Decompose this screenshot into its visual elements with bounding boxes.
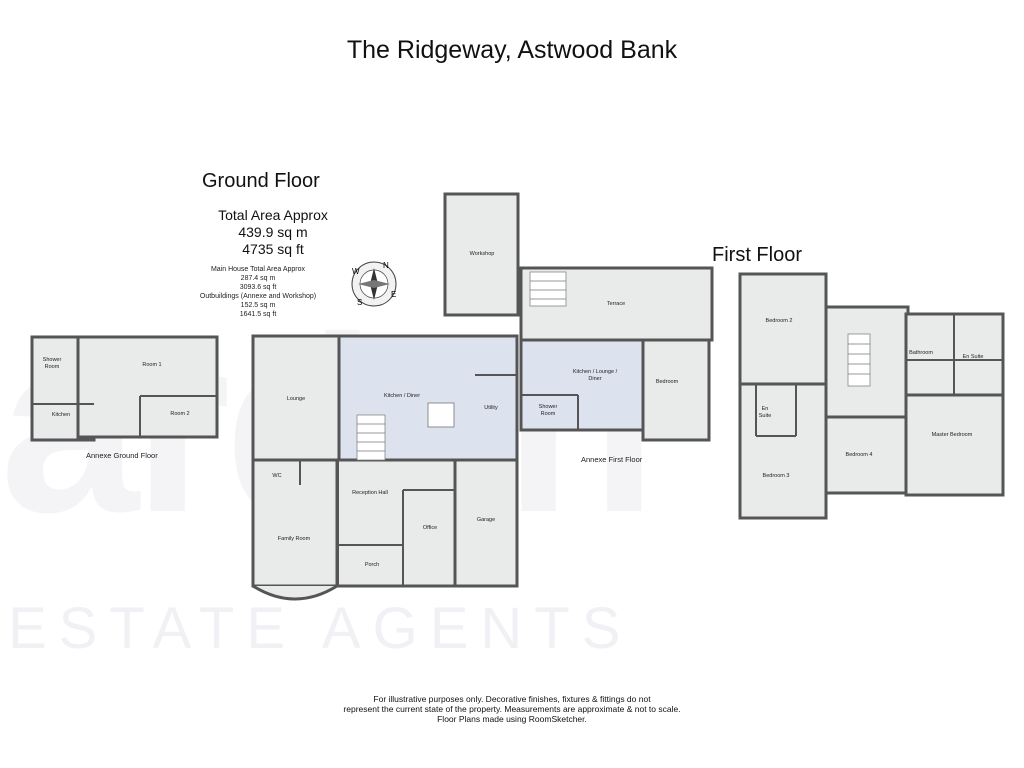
kitchen-lounge-diner-block — [519, 338, 645, 432]
label-family-room: Family Room — [277, 536, 311, 542]
label-terrace: Terrace — [606, 301, 626, 307]
area-breakdown: Main House Total Area Approx 287.4 sq m … — [196, 265, 320, 319]
total-area-sqm: 439.9 sq m — [238, 224, 308, 240]
annexe-ground-right-block — [76, 335, 219, 439]
label-bedroom2: Bedroom 2 — [765, 318, 793, 324]
master-bedroom-block — [904, 393, 1005, 497]
page-title: The Ridgeway, Astwood Bank — [346, 36, 678, 64]
compass-e: E — [391, 290, 396, 299]
bedroom4-block — [824, 415, 910, 495]
disclaimer-line3: Floor Plans made using RoomSketcher. — [437, 714, 587, 724]
label-en-suite-b3: En Suite — [758, 406, 772, 419]
annexe-bedroom-block — [641, 338, 711, 442]
stairs-annexe — [529, 271, 567, 307]
label-shower-room: Shower Room — [42, 357, 62, 370]
bay-window — [252, 584, 338, 601]
compass-s: S — [357, 298, 362, 307]
ground-floor-heading: Ground Floor — [202, 170, 320, 192]
total-area-block: Total Area Approx 439.9 sq m 4735 sq ft — [198, 207, 348, 258]
outbuildings-sqft: 1641.5 sq ft — [239, 311, 277, 318]
label-bedroom3: Bedroom 3 — [762, 473, 790, 479]
bedroom2-block — [738, 272, 828, 386]
garage-block — [453, 458, 519, 588]
label-kitchen-diner: Kitchen / Diner — [383, 393, 421, 399]
label-utility: Utility — [484, 405, 498, 411]
disclaimer-line2: represent the current state of the prope… — [343, 704, 681, 714]
annexe-first-caption: Annexe First Floor — [581, 455, 643, 464]
label-en-suite-master: En Suite — [962, 354, 984, 360]
bedroom3-block — [738, 382, 828, 520]
annexe-ground-caption: Annexe Ground Floor — [86, 451, 158, 460]
label-garage: Garage — [476, 517, 496, 523]
stairs-main — [356, 414, 386, 461]
label-porch: Porch — [364, 562, 380, 568]
label-annexe-shower-room: Shower Room — [538, 404, 558, 417]
label-kitchen-lounge-diner: Kitchen / Lounge / Diner — [572, 369, 618, 382]
label-kitchen: Kitchen — [51, 412, 71, 418]
watermark-tagline: ESTATE AGENTS — [8, 596, 633, 661]
main-house-label: Main House Total Area Approx — [210, 266, 306, 273]
main-house-sqft: 3093.6 sq ft — [239, 284, 277, 291]
label-master-bedroom: Master Bedroom — [931, 432, 973, 438]
label-lounge: Lounge — [286, 396, 306, 402]
disclaimer-line1: For illustrative purposes only. Decorati… — [373, 694, 651, 704]
stairs-first-floor — [847, 333, 871, 387]
label-reception-hall: Reception Hall — [352, 490, 388, 496]
compass-w: W — [352, 267, 360, 276]
kitchen-island — [427, 402, 455, 428]
main-house-sqm: 287.4 sq m — [240, 275, 276, 282]
outbuildings-label: Outbuildings (Annexe and Workshop) — [199, 293, 317, 300]
reception-block — [335, 458, 459, 588]
compass-icon: N E S W — [351, 261, 397, 307]
label-room2: Room 2 — [170, 411, 190, 417]
label-room1: Room 1 — [142, 362, 162, 368]
total-area-label: Total Area Approx — [218, 207, 328, 223]
label-annexe-bedroom: Bedroom — [655, 379, 679, 385]
workshop-block — [443, 192, 520, 317]
label-wc: WC — [272, 473, 282, 479]
label-bedroom4: Bedroom 4 — [845, 452, 873, 458]
first-floor-heading: First Floor — [712, 244, 802, 266]
label-office: Office — [422, 525, 438, 531]
label-workshop: Workshop — [469, 251, 495, 257]
label-bathroom: Bathroom — [909, 350, 933, 356]
compass-n: N — [383, 261, 389, 270]
outbuildings-sqm: 152.5 sq m — [240, 302, 276, 309]
disclaimer: For illustrative purposes only. Decorati… — [0, 694, 1024, 724]
total-area-sqft: 4735 sq ft — [242, 241, 304, 257]
